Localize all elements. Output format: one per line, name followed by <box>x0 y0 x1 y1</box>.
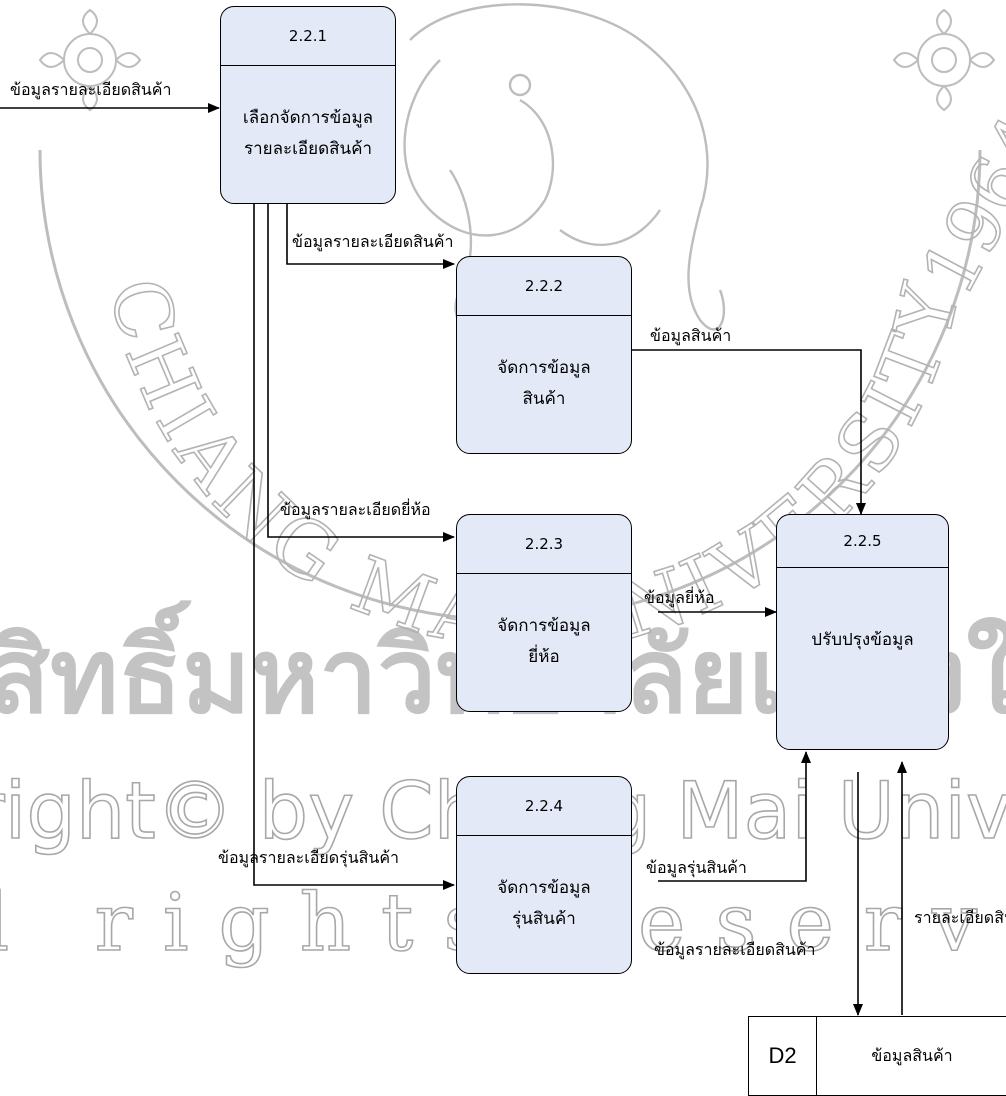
process-id: 2.2.1 <box>221 7 395 66</box>
flow-label-d2-to-225: รายละเอียดสินค้า <box>914 908 1006 927</box>
flow-label-225-to-d2: ข้อมูลรายละเอียดสินค้า <box>654 940 816 959</box>
data-store-id: D2 <box>749 1017 817 1095</box>
arrow-221-to-224 <box>253 204 455 890</box>
data-store-name: ข้อมูลสินค้า <box>871 1045 953 1065</box>
process-name: จัดการข้อมูลสินค้า <box>497 357 591 409</box>
flow-label-221-to-223: ข้อมูลรายละเอียดยี่ห้อ <box>280 500 431 519</box>
arrow-222-to-225 <box>632 349 866 515</box>
process-2-2-1[interactable]: 2.2.1 เลือกจัดการข้อมูลรายละเอียดสินค้า <box>220 6 396 204</box>
process-name: จัดการข้อมูลรุ่นสินค้า <box>497 877 591 929</box>
process-id: 2.2.4 <box>457 777 631 836</box>
process-id: 2.2.3 <box>457 515 631 574</box>
arrow-221-to-223 <box>267 204 455 542</box>
process-name: เลือกจัดการข้อมูลรายละเอียดสินค้า <box>242 107 374 159</box>
process-2-2-4[interactable]: 2.2.4 จัดการข้อมูลรุ่นสินค้า <box>456 776 632 974</box>
process-id: 2.2.2 <box>457 257 631 316</box>
process-id: 2.2.5 <box>777 515 948 568</box>
flow-label-221-to-224: ข้อมูลรายละเอียดรุ่นสินค้า <box>218 848 400 867</box>
process-2-2-5[interactable]: 2.2.5 ปรับปรุงข้อมูล <box>776 514 949 750</box>
process-name: จัดการข้อมูลยี่ห้อ <box>497 615 591 667</box>
flow-label-223-to-225: ข้อมูลยี่ห้อ <box>644 588 715 607</box>
arrow-224-to-225 <box>658 751 811 882</box>
flow-label-221-to-222: ข้อมูลรายละเอียดสินค้า <box>292 232 454 251</box>
process-name: ปรับปรุงข้อมูล <box>811 630 914 651</box>
process-2-2-3[interactable]: 2.2.3 จัดการข้อมูลยี่ห้อ <box>456 514 632 712</box>
flow-label-input-to-221: ข้อมูลรายละเอียดสินค้า <box>10 80 172 99</box>
flow-label-224-to-225: ข้อมูลรุ่นสินค้า <box>646 858 747 877</box>
process-2-2-2[interactable]: 2.2.2 จัดการข้อมูลสินค้า <box>456 256 632 454</box>
flow-label-222-to-225: ข้อมูลสินค้า <box>650 326 732 345</box>
rosette-right <box>892 8 996 112</box>
data-store-d2[interactable]: D2 ข้อมูลสินค้า <box>748 1016 1006 1096</box>
rosette-left <box>38 8 142 112</box>
arrow-221-to-222 <box>286 204 455 269</box>
